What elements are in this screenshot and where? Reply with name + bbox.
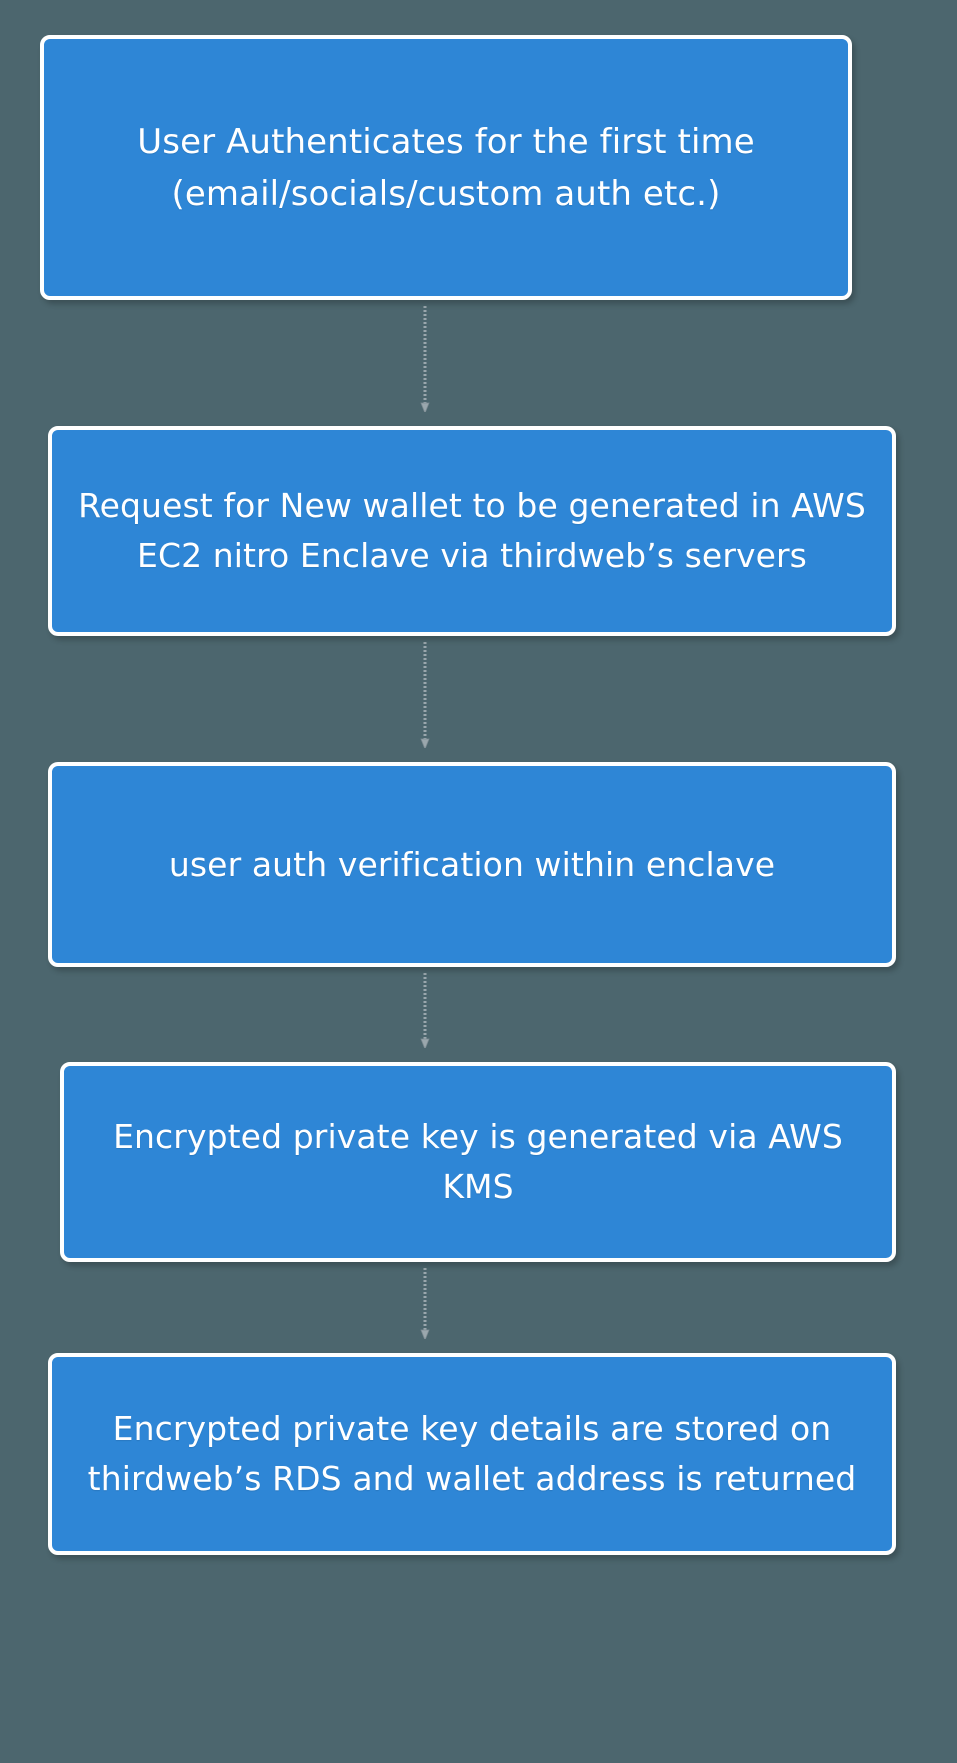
flowchart-node-label: User Authenticates for the first time (e… bbox=[137, 121, 755, 214]
flowchart-node-request-new-wallet[interactable]: Request for New wallet to be generated i… bbox=[48, 426, 896, 636]
flowchart-node-label: user auth verification within enclave bbox=[168, 844, 776, 884]
flowchart-node-encrypted-key-generated[interactable]: Encrypted private key is generated via A… bbox=[60, 1062, 896, 1262]
flowchart-node-label: Encrypted private key details are stored… bbox=[87, 1409, 857, 1498]
flowchart-node-label: Encrypted private key is generated via A… bbox=[113, 1117, 843, 1206]
flowchart-node-user-authenticates[interactable]: User Authenticates for the first time (e… bbox=[40, 35, 852, 300]
flowchart-node-key-stored-address-returned[interactable]: Encrypted private key details are stored… bbox=[48, 1353, 896, 1555]
flowchart-node-auth-verification[interactable]: user auth verification within enclave bbox=[48, 762, 896, 967]
flowchart-node-label: Request for New wallet to be generated i… bbox=[78, 486, 866, 575]
